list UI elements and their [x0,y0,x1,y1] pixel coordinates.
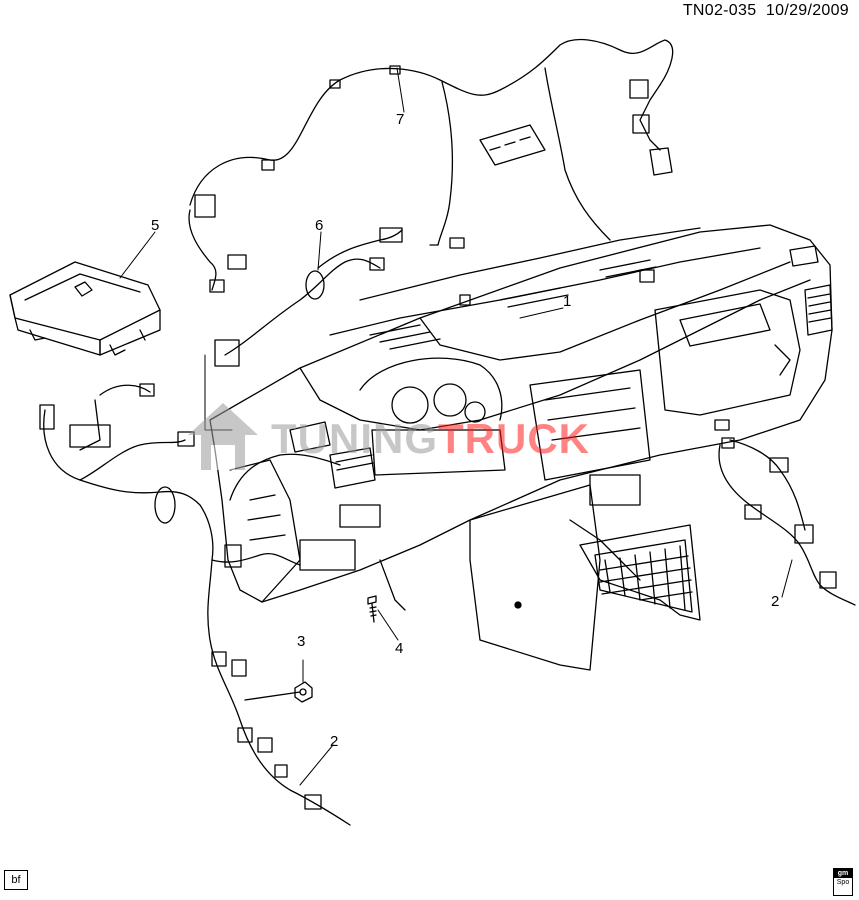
callout-7: 7 [396,111,404,128]
gm-spo-logo: gm Spo [833,868,853,896]
wiring-harness-lower-left [39,383,351,826]
callout-2-right: 2 [771,593,779,610]
callout-labels: 1 2 2 3 4 5 6 7 [151,111,779,750]
diagram-code: TN02-035 [682,2,757,19]
callout-4: 4 [395,640,403,657]
diagram-date: 10/29/2009 [765,2,849,19]
callout-6: 6 [315,217,323,234]
wiring-harness-6 [214,227,403,367]
corner-tag: bf [4,870,28,890]
instrument-panel [209,224,833,671]
diagram-header: TN02-035 10/29/2009 [683,2,849,20]
part-bolt [367,595,377,623]
wiring-harness-lower-right [718,437,856,606]
callout-3: 3 [297,633,305,650]
part-nut [294,681,313,703]
fuse-block [9,261,161,356]
watermark-house-icon [188,403,258,470]
callout-1: 1 [563,293,571,310]
callout-5: 5 [151,217,159,234]
watermark: TUNINGTRUCK [183,395,673,480]
wiring-harness-upper [188,38,674,293]
callout-2-left: 2 [330,733,338,750]
watermark-text: TUNINGTRUCK [271,415,590,462]
